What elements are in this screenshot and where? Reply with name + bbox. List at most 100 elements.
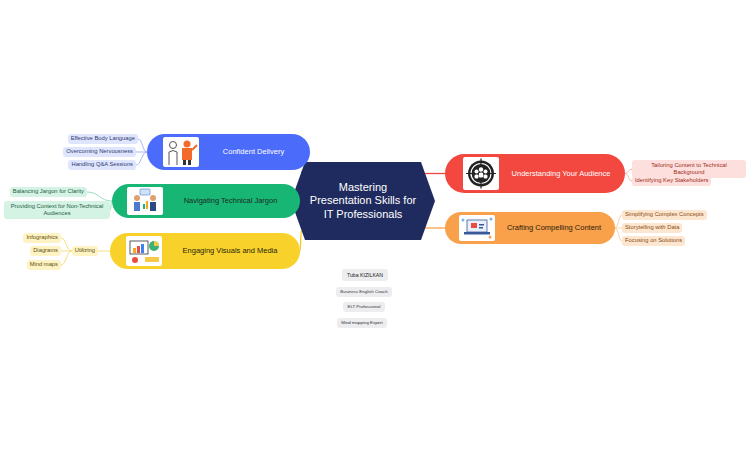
branch-connector	[138, 139, 147, 152]
topic-text: Tailoring Content to Technical Backgroun…	[635, 162, 743, 176]
subtopic-box: Overcoming Nervousness	[63, 147, 136, 157]
branch-connector	[625, 174, 632, 182]
icon-part	[130, 241, 148, 254]
branch-connector	[615, 228, 622, 241]
subtopic-box: Storytelling with Data	[622, 223, 682, 233]
icon-part	[479, 227, 483, 229]
pill-outline	[445, 212, 615, 244]
topic-text: Balancing Jargon for Clarity	[13, 188, 84, 195]
topic-text: Crafting Compelling Content	[507, 223, 601, 232]
pill-outline	[147, 134, 310, 170]
branch-icon	[163, 137, 199, 167]
topic-text: ELT Professional	[347, 304, 380, 309]
icon-part	[479, 167, 483, 171]
icon-part	[141, 244, 144, 253]
subtopic-box: Identifying Key Stakeholders	[632, 176, 711, 186]
branch-topic: Confident Delivery	[147, 134, 310, 170]
branch-icon	[127, 187, 163, 215]
branch-icon	[459, 215, 495, 241]
icon-part	[188, 160, 191, 165]
branch-connector	[300, 230, 301, 251]
pill-outline	[110, 233, 300, 269]
icon-part	[145, 257, 159, 262]
icon-part	[475, 170, 479, 174]
icon-part	[182, 148, 192, 160]
icon-part	[137, 246, 140, 253]
subtopic-box: Handling Q&A Sessions	[68, 160, 136, 170]
topic-text: Understanding Your Audience	[512, 169, 611, 178]
icon-background	[126, 236, 162, 266]
topic-text: Mastering Presentation Skills for IT Pro…	[308, 181, 418, 221]
icon-part	[475, 175, 479, 179]
branch-connector	[61, 251, 72, 265]
info-tag: Mind mapping Expert	[337, 318, 387, 328]
branch-topic: Crafting Compelling Content	[445, 212, 615, 244]
icon-part	[140, 189, 150, 195]
topic-text: Focusing on Solutions	[625, 237, 682, 244]
icon-part	[464, 232, 490, 235]
icon-background	[459, 215, 495, 241]
icon-part	[169, 151, 177, 166]
topic-text: Diagrams	[33, 247, 58, 254]
subtopic-box: Effective Body Language	[68, 134, 138, 144]
topic-text: Identifying Key Stakeholders	[635, 177, 708, 184]
topic-text: Mind mapping Expert	[341, 320, 383, 325]
icon-part	[192, 145, 197, 150]
icon-part	[479, 173, 483, 178]
icon-part	[471, 164, 491, 184]
topic-text: Providing Context for Non-Technical Audi…	[7, 203, 107, 217]
icon-background	[463, 157, 499, 190]
branch-connector	[615, 215, 622, 228]
branch-connector	[87, 192, 112, 201]
topic-text: Navigating Technical Jargon	[184, 196, 278, 205]
icon-background	[163, 137, 199, 167]
icon-part	[479, 224, 484, 226]
icon-part	[132, 257, 138, 263]
icon-part	[154, 241, 159, 246]
icon-part	[149, 241, 159, 251]
topic-text: Mind maps	[30, 261, 58, 268]
icon-part	[489, 236, 492, 239]
topic-text: Infographics	[26, 234, 58, 241]
info-tag: Tuba KIZILKAN	[342, 269, 388, 281]
branch-topic: Understanding Your Audience	[445, 154, 625, 193]
branch-icon	[126, 236, 162, 266]
branch-connector	[425, 227, 445, 228]
icon-part	[462, 219, 465, 222]
topic-text: Confident Delivery	[223, 147, 284, 156]
branch-connector	[625, 169, 632, 174]
icon-background	[127, 187, 163, 215]
topic-text: Handling Q&A Sessions	[71, 161, 133, 168]
icon-part	[183, 160, 186, 165]
icon-part	[484, 170, 488, 174]
topic-text: Business English Coach	[340, 289, 387, 294]
branch-connector	[110, 201, 112, 210]
info-tag: Business English Coach	[336, 287, 391, 297]
topic-text: Overcoming Nervousness	[66, 148, 133, 155]
subtopic-box: Focusing on Solutions	[622, 236, 685, 246]
icon-part	[150, 202, 156, 211]
icon-part	[184, 141, 191, 148]
topic-text: Effective Body Language	[71, 135, 135, 142]
pill-outline	[112, 184, 300, 218]
icon-part	[490, 218, 493, 221]
icon-part	[150, 195, 156, 201]
hexagon-outline	[291, 162, 435, 240]
icon-part	[170, 142, 177, 149]
branch-connector	[136, 152, 147, 165]
topic-text: Storytelling with Data	[625, 224, 679, 231]
branch-topic: Engaging Visuals and Media	[110, 233, 300, 269]
branch-connector	[98, 251, 110, 252]
subtopic-box: Tailoring Content to Technical Backgroun…	[632, 160, 746, 177]
subtopic-box: Diagrams	[30, 246, 61, 256]
icon-part	[484, 175, 488, 179]
icon-part	[471, 223, 477, 228]
topic-text: Engaging Visuals and Media	[183, 246, 278, 255]
icon-part	[467, 220, 487, 232]
topic-text: Tuba KIZILKAN	[347, 272, 383, 278]
icon-part	[134, 202, 140, 211]
subtopic-box: Simplifying Complex Concepts	[622, 210, 707, 220]
central-topic: Mastering Presentation Skills for IT Pro…	[291, 162, 435, 240]
subtopic-box: Mind maps	[27, 260, 61, 270]
